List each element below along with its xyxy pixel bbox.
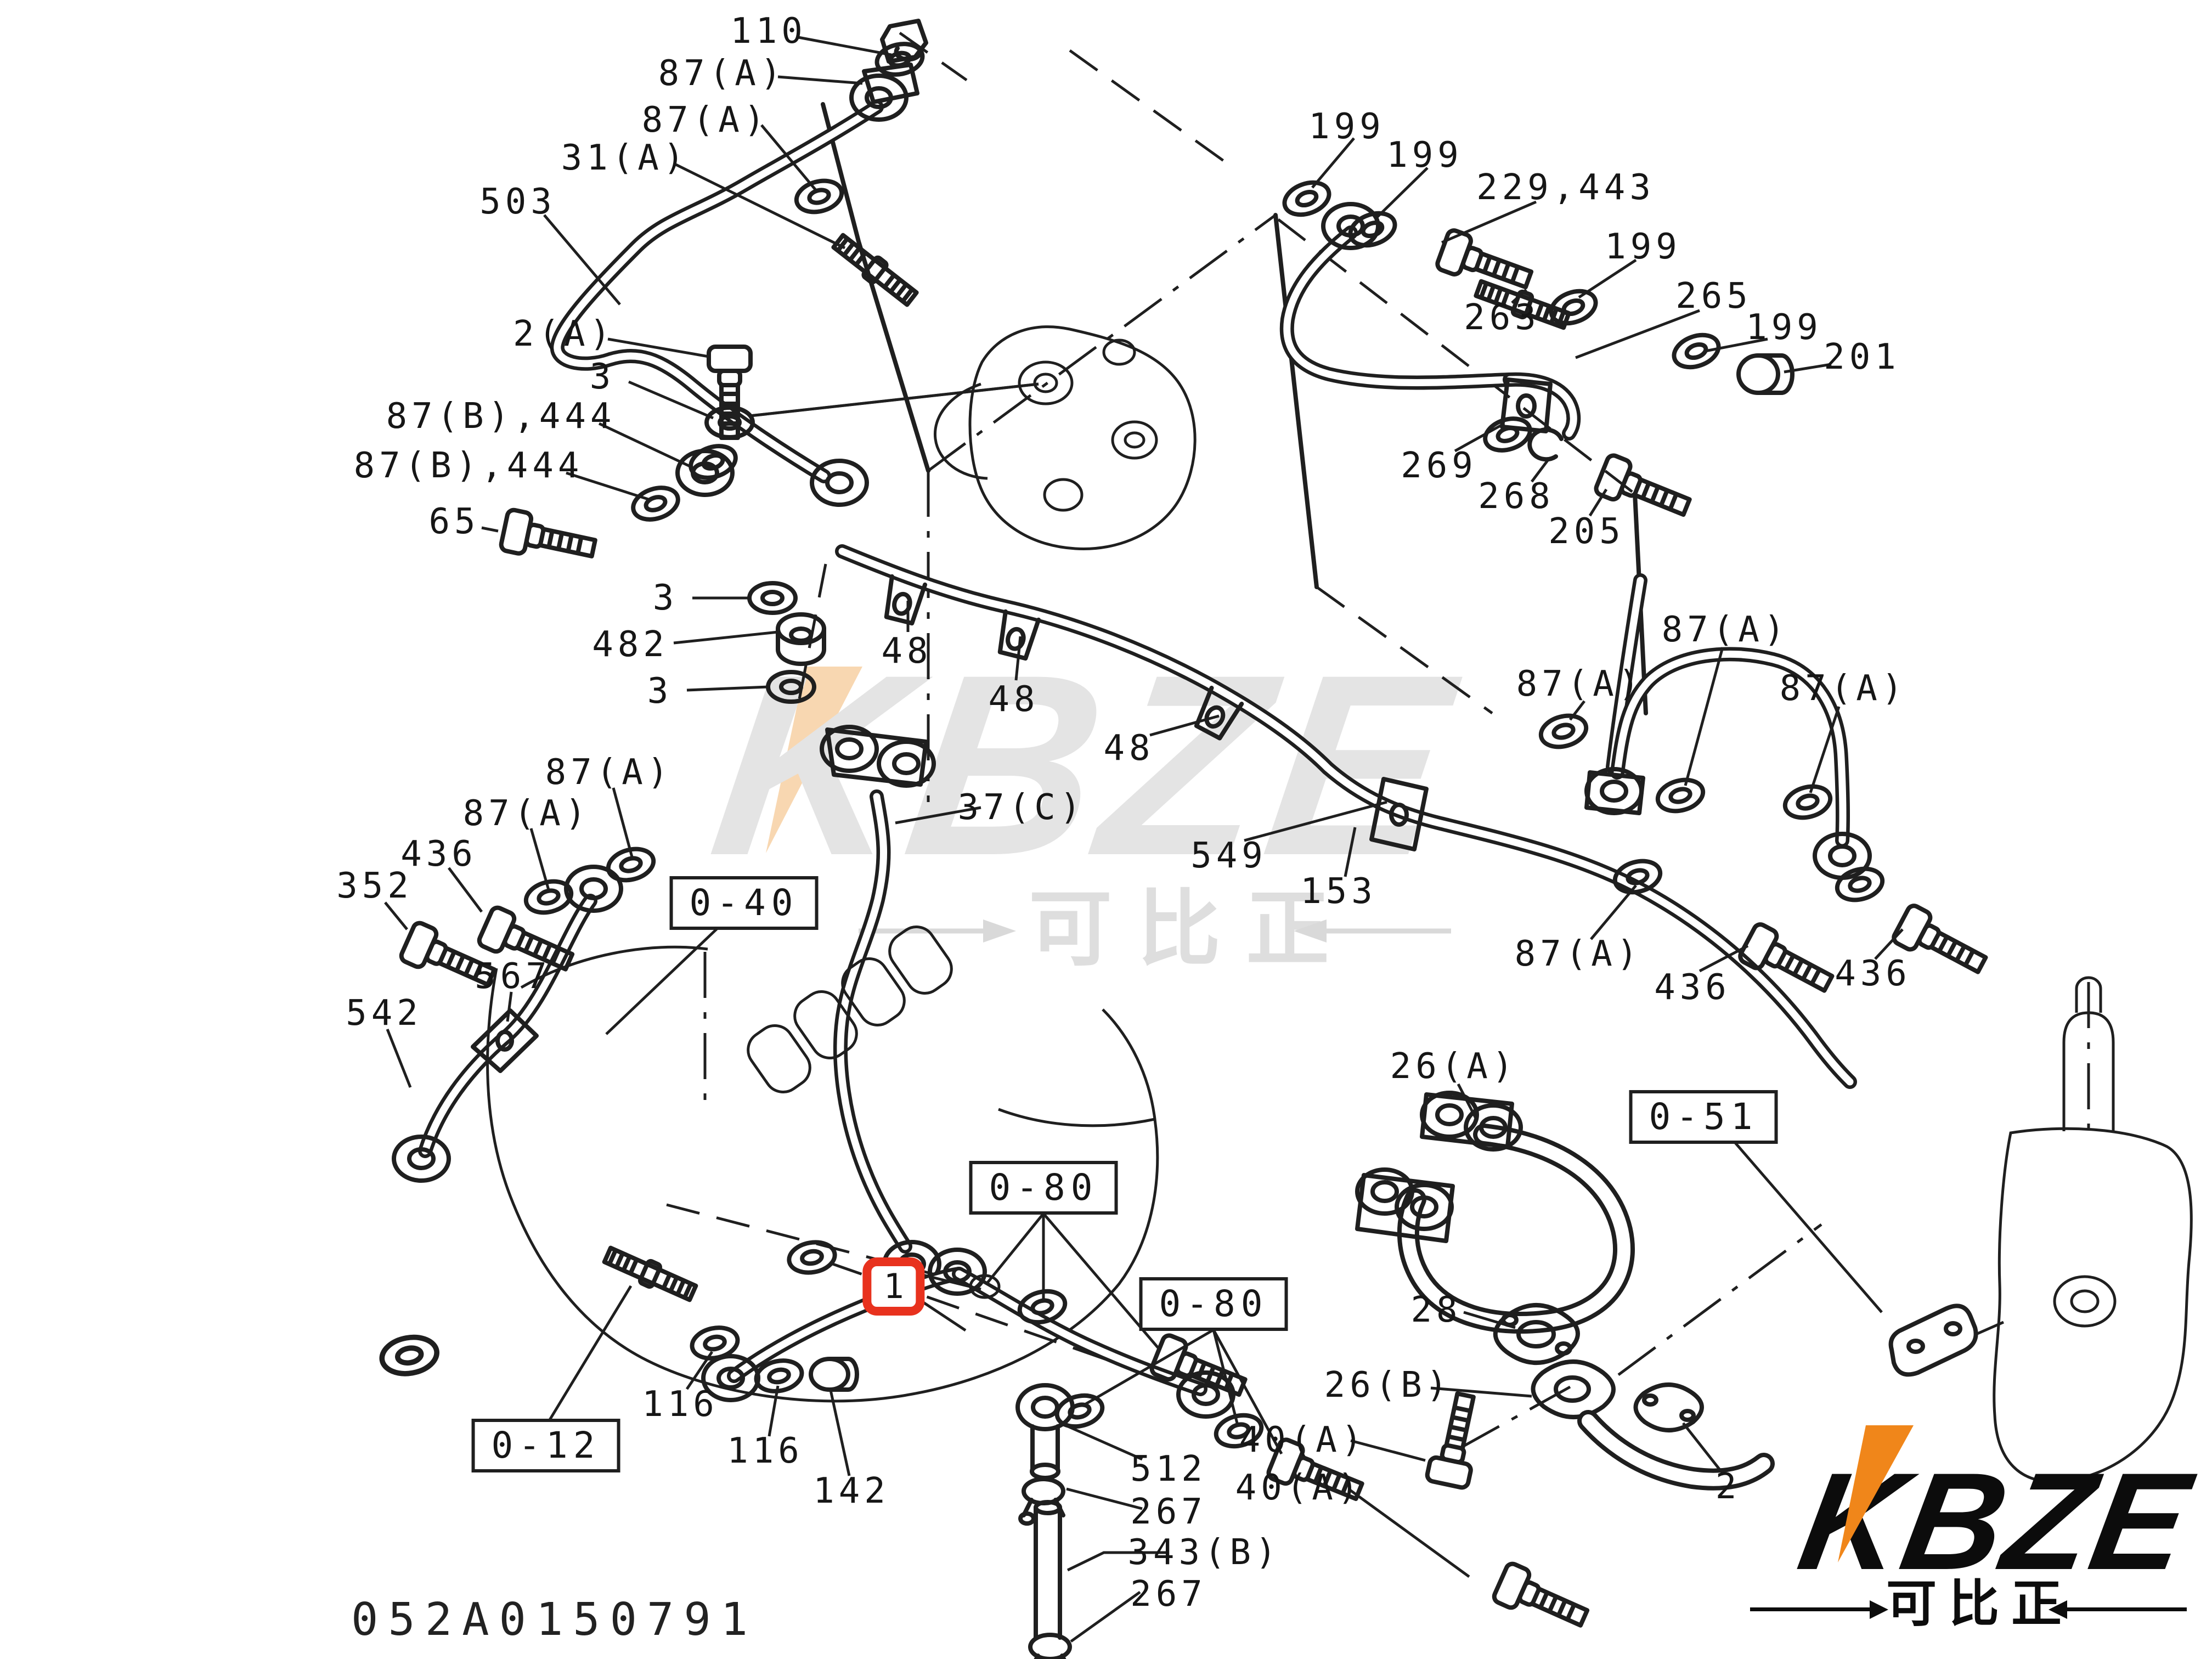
part-label-482-11: 482 bbox=[592, 624, 669, 665]
part-label-87-a--28: 87(A) bbox=[1516, 664, 1644, 704]
watermark-cjk: 可比正 bbox=[1029, 883, 1355, 976]
part-label-265-22: 265 bbox=[1675, 276, 1752, 317]
brand-logo-cjk: 可比正 bbox=[1886, 1576, 2074, 1632]
part-label-37-c--16: 37(C) bbox=[957, 787, 1086, 828]
part-label-2-a--5: 2(A) bbox=[512, 314, 616, 354]
part-label-26-b--44: 26(B) bbox=[1324, 1365, 1452, 1406]
part-label-40-a--45: 40(A) bbox=[1239, 1420, 1367, 1460]
part-label-87-a--29: 87(A) bbox=[1661, 610, 1790, 650]
part-label-48-13: 48 bbox=[881, 631, 933, 672]
part-label-3-12: 3 bbox=[647, 671, 673, 712]
part-label-87-a--33: 87(A) bbox=[1514, 934, 1643, 974]
part-label-87-a--30: 87(A) bbox=[1779, 668, 1908, 709]
part-label-436-38: 436 bbox=[400, 834, 477, 874]
part-label-567-40: 567 bbox=[475, 956, 551, 997]
logo-ornament-arrow-right-icon bbox=[2049, 1600, 2067, 1619]
part-label-199-18: 199 bbox=[1386, 135, 1463, 176]
part-label-87-a--36: 87(A) bbox=[545, 752, 673, 793]
ref-box-0-51-3[interactable]: 0-51 bbox=[1629, 1090, 1778, 1144]
part-label-153-32: 153 bbox=[1300, 871, 1377, 912]
part-label-436-34: 436 bbox=[1654, 967, 1731, 1008]
part-label-343-b--49: 343(B) bbox=[1127, 1532, 1281, 1573]
part-label-199-17: 199 bbox=[1308, 106, 1385, 147]
logo-ornament-arrow-left-icon bbox=[1870, 1600, 1888, 1619]
part-label-87-b-444-7: 87(B),444 bbox=[386, 396, 616, 437]
part-label-87-b-444-8: 87(B),444 bbox=[353, 445, 584, 486]
part-label-48-15: 48 bbox=[1103, 728, 1155, 769]
part-label-87-a--37: 87(A) bbox=[462, 793, 591, 834]
part-label-3-6: 3 bbox=[589, 357, 616, 397]
logo-ornament-line-right bbox=[2067, 1607, 2187, 1611]
part-label-542-41: 542 bbox=[346, 993, 422, 1034]
part-label-110-0: 110 bbox=[730, 11, 807, 52]
part-label-229-443-19: 229,443 bbox=[1476, 167, 1655, 208]
part-label-436-35: 436 bbox=[1835, 953, 1911, 994]
part-label-269-25: 269 bbox=[1401, 445, 1477, 486]
part-label-3-10: 3 bbox=[652, 578, 679, 618]
part-label-31-a--3: 31(A) bbox=[561, 138, 689, 178]
part-label-549-31: 549 bbox=[1190, 836, 1267, 876]
part-label-268-26: 268 bbox=[1478, 476, 1555, 517]
part-label-352-39: 352 bbox=[336, 866, 413, 906]
logo-ornament-line-left bbox=[1750, 1607, 1870, 1611]
part-label-201-24: 201 bbox=[1824, 337, 1900, 377]
part-label-87-a--1: 87(A) bbox=[658, 53, 786, 94]
part-label-65-9: 65 bbox=[428, 501, 480, 542]
part-label-503-4: 503 bbox=[479, 182, 556, 222]
part-label-116-51: 116 bbox=[642, 1384, 719, 1425]
part-label-512-47: 512 bbox=[1130, 1449, 1207, 1489]
part-label-205-27: 205 bbox=[1548, 511, 1625, 552]
part-label-116-52: 116 bbox=[727, 1431, 804, 1471]
ref-box-0-80-2[interactable]: 0-80 bbox=[1139, 1277, 1288, 1331]
part-label-267-48: 267 bbox=[1130, 1492, 1207, 1532]
part-label-263-21: 263 bbox=[1464, 297, 1541, 338]
part-label-199-23: 199 bbox=[1746, 307, 1822, 348]
highlighted-part-badge[interactable]: 1 bbox=[862, 1257, 925, 1316]
ref-box-0-40-0[interactable]: 0-40 bbox=[669, 876, 819, 930]
ref-box-0-12-4[interactable]: 0-12 bbox=[471, 1419, 620, 1472]
part-label-28-43: 28 bbox=[1410, 1290, 1462, 1330]
ref-box-0-80-1[interactable]: 0-80 bbox=[969, 1161, 1118, 1215]
part-label-40-a--46: 40(A) bbox=[1235, 1468, 1363, 1508]
part-label-142-53: 142 bbox=[813, 1471, 890, 1511]
part-label-48-14: 48 bbox=[988, 679, 1040, 720]
part-label-267-50: 267 bbox=[1130, 1574, 1207, 1615]
drawing-number: 052A0150791 bbox=[351, 1594, 758, 1646]
part-label-199-20: 199 bbox=[1605, 227, 1681, 267]
part-label-26-a--42: 26(A) bbox=[1390, 1046, 1518, 1087]
part-label-2-54: 2 bbox=[1715, 1466, 1741, 1507]
part-label-87-a--2: 87(A) bbox=[641, 100, 770, 140]
